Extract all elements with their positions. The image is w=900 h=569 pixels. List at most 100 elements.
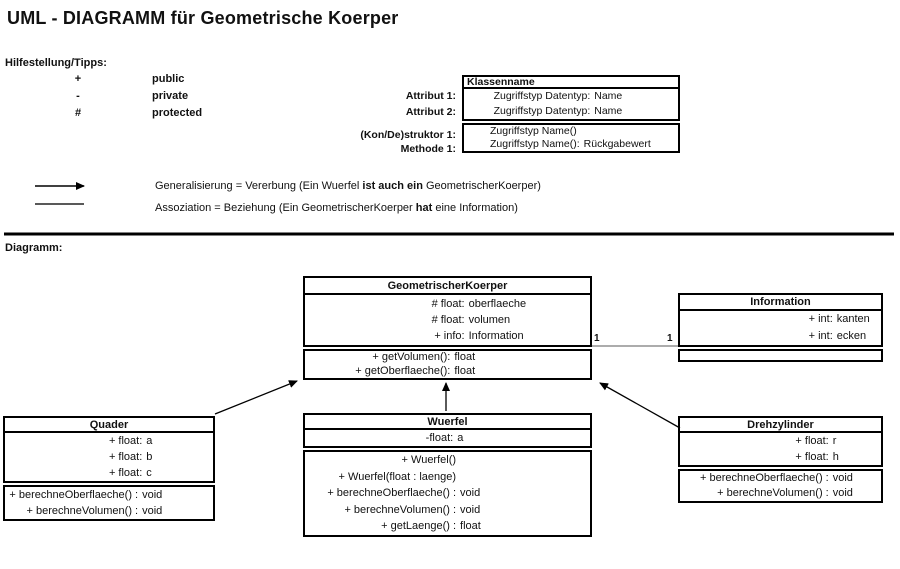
method-left: + berechneVolumen() : (717, 487, 829, 499)
class-attributes: # float: oberflaeche # float: volumen + … (303, 293, 592, 347)
method-left: + getLaenge() : (381, 520, 457, 533)
attribute-left: + info: (434, 330, 465, 342)
class-methods: + berechneOberflaeche() : void + berechn… (678, 469, 883, 503)
method-left: + berechneOberflaeche() : (9, 489, 139, 501)
method-right: void (142, 489, 163, 501)
attribute-right: kanten (836, 313, 870, 325)
attribute-row: # float: volumen (305, 312, 590, 328)
class-methods-empty (678, 349, 883, 362)
legend-text-post: eine Information) (432, 202, 518, 214)
attribute-left: # float: (431, 314, 465, 326)
attribute-row: + float: h (680, 449, 881, 465)
visibility-row: - private (0, 88, 202, 105)
attribute-row: # float: oberflaeche (305, 296, 590, 312)
class-methods: + berechneOberflaeche() : void + berechn… (3, 485, 215, 521)
attribute-row: + float: b (5, 449, 213, 465)
class-methods: + getVolumen(): float + getOberflaeche()… (303, 349, 592, 380)
attribute-right: a (457, 432, 464, 444)
attribute-right: volumen (468, 314, 511, 326)
attribute-right: oberflaeche (468, 298, 527, 310)
generalization-arrow-quader (214, 380, 298, 415)
template-row-label-attribut1: Attribut 1: (405, 90, 456, 102)
attribute-left: + float: (795, 435, 829, 447)
method-right: void (460, 487, 481, 500)
method-right: float (454, 351, 476, 363)
method-right: void (460, 503, 481, 516)
legend-text-bold: ist auch ein (362, 180, 423, 192)
method-row: + berechneVolumen() : void (305, 502, 590, 519)
method-left: + berechneVolumen() : (26, 505, 139, 517)
diagram-heading: Diagramm: (5, 242, 63, 254)
template-row-label-konstruktor: (Kon/De)struktor 1: (360, 129, 456, 141)
page-title: UML - DIAGRAMM für Geometrische Koerper (7, 8, 399, 28)
legend-text-post: GeometrischerKoerper) (422, 180, 541, 192)
method-right: void (832, 487, 853, 499)
method-row: + berechneVolumen() : void (5, 503, 213, 519)
method-left: + getVolumen(): (372, 351, 451, 363)
method-row: + berechneOberflaeche() : void (5, 487, 213, 503)
visibility-label: protected (152, 107, 203, 119)
attribute-left: -float: (425, 432, 454, 444)
association-multiplicity-left: 1 (594, 333, 600, 344)
method-row: + Wuerfel() (305, 452, 590, 469)
attribute-row: Zugriffstyp Datentyp: Name (464, 104, 678, 119)
attribute-left: + float: (108, 435, 143, 447)
class-methods: + Wuerfel() + Wuerfel(float : laenge) + … (303, 450, 592, 537)
visibility-symbol: + (74, 73, 82, 85)
method-left: + berechneVolumen() : (344, 503, 457, 516)
method-row: + Wuerfel(float : laenge) (305, 469, 590, 486)
member-right: Rückgabewert (583, 138, 651, 150)
method-left: + Wuerfel(float : laenge) (338, 470, 457, 483)
method-row: + getVolumen(): float (305, 351, 590, 365)
legend-generalization-text: Generalisierung = Vererbung (Ein Wuerfel… (155, 180, 541, 193)
legend-text-pre: Generalisierung = Vererbung (Ein Wuerfel (155, 180, 363, 192)
attribute-right: b (146, 451, 153, 463)
attribute-left: Zugriffstyp Datentyp: (493, 90, 591, 102)
template-row-label-methode: Methode 1: (400, 143, 456, 155)
member-left: Zugriffstyp Name() (490, 125, 577, 137)
visibility-label: private (152, 90, 189, 102)
attribute-left: + float: (108, 451, 143, 463)
association-multiplicity-right: 1 (667, 333, 673, 344)
method-row: + getOberflaeche(): float (305, 365, 590, 379)
help-heading: Hilfestellung/Tipps: (5, 57, 107, 69)
attribute-right: h (832, 451, 839, 463)
attribute-left: + int: (808, 313, 833, 325)
legend-text-pre: Assoziation = Beziehung (Ein Geometrisch… (155, 202, 416, 214)
class-template-attributes: Zugriffstyp Datentyp: Name Zugriffstyp D… (462, 87, 680, 121)
attribute-row: + int: ecken (680, 328, 881, 345)
class-attributes: + float: a + float: b + float: c (3, 431, 215, 483)
attribute-right: Name (594, 90, 623, 102)
class-box-quader: Quader + float: a + float: b + float: c (3, 416, 215, 521)
attribute-left: Zugriffstyp Datentyp: (493, 105, 591, 117)
attribute-row: Zugriffstyp Datentyp: Name (464, 89, 678, 104)
class-template-members: Zugriffstyp Name() Zugriffstyp Name(): R… (462, 123, 680, 153)
class-template-box: Klassenname Zugriffstyp Datentyp: Name Z… (462, 75, 680, 153)
method-right: void (142, 505, 163, 517)
template-row-label-attribut2: Attribut 2: (405, 106, 456, 118)
method-right (456, 452, 590, 469)
class-attributes: + float: r + float: h (678, 431, 883, 467)
attribute-row: -float: a (305, 430, 590, 446)
class-box-wuerfel: Wuerfel -float: a + Wuerfel() + Wuerfel(… (303, 413, 592, 537)
attribute-left: # float: (431, 298, 465, 310)
method-left: + Wuerfel() (401, 454, 457, 466)
method-row: + berechneOberflaeche() : void (680, 471, 881, 486)
attribute-right: Information (468, 330, 524, 342)
generalization-arrow-drehzylinder (599, 382, 681, 429)
attribute-row: + float: r (680, 433, 881, 449)
method-left: + berechneOberflaeche() : (327, 487, 457, 500)
member-row: Zugriffstyp Name() (490, 125, 678, 138)
attribute-right: ecken (836, 330, 867, 342)
attribute-right: a (146, 435, 153, 447)
attribute-left: + int: (808, 330, 833, 342)
visibility-symbol: - (76, 90, 80, 102)
method-right: float (454, 364, 476, 377)
attribute-right: r (832, 435, 837, 447)
class-attributes: -float: a (303, 428, 592, 448)
attribute-right: c (146, 467, 152, 479)
method-left: + getOberflaeche(): (355, 364, 451, 377)
attribute-row: + float: a (5, 433, 213, 449)
member-right (577, 125, 678, 138)
class-box-drehzylinder: Drehzylinder + float: r + float: h + ber… (678, 416, 883, 503)
